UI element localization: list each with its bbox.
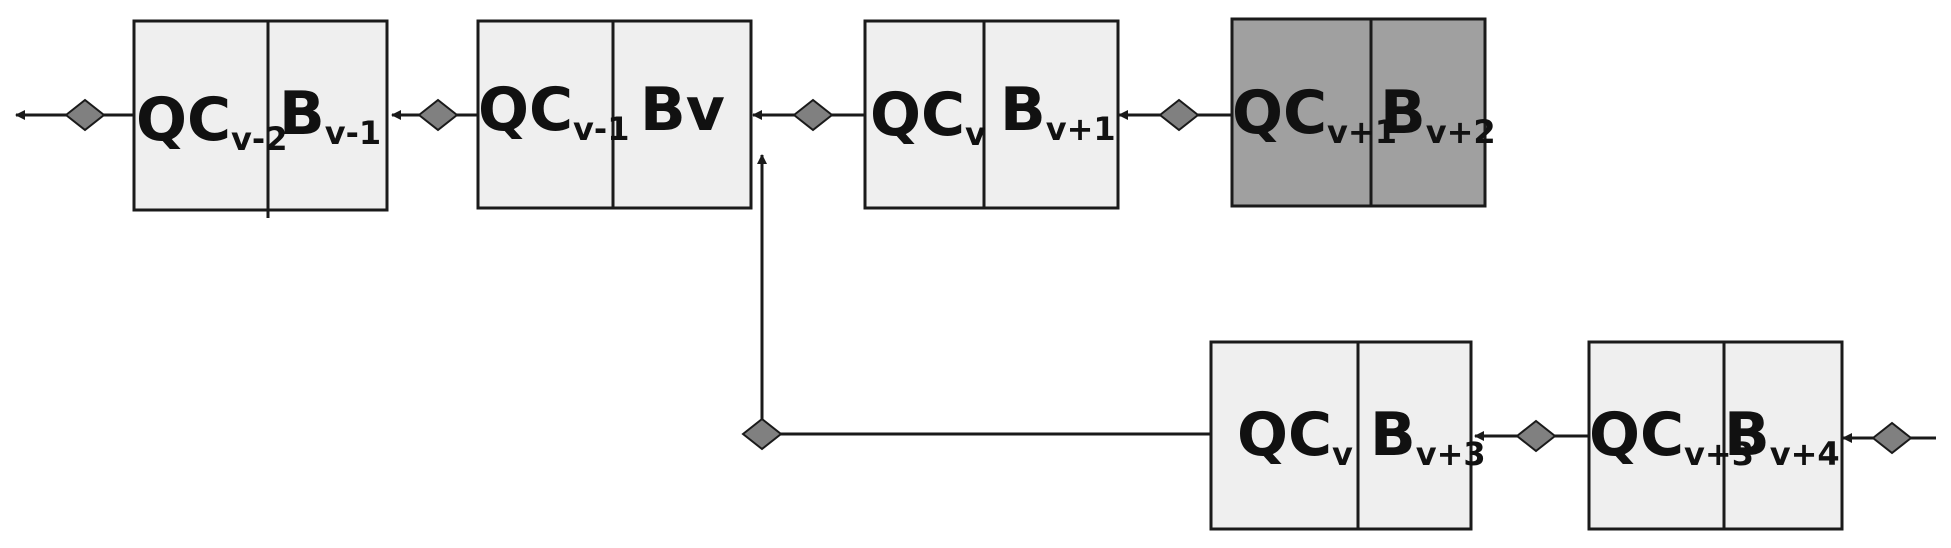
block-left-label: QCv	[1237, 400, 1353, 473]
diamond-marker	[1515, 419, 1557, 453]
diamond-marker	[64, 98, 106, 132]
block-box	[132, 19, 389, 212]
block-left-label: QCv+3	[1589, 400, 1754, 473]
block-1: QCv-2 Bv-1	[132, 19, 389, 218]
diamond-marker	[741, 417, 783, 451]
block-5: QCv Bv+3	[1209, 340, 1486, 531]
diamond-marker	[417, 98, 459, 132]
block-left-label: QCv+1	[1232, 78, 1397, 151]
block-4: QCv+1 Bv+2	[1230, 17, 1496, 208]
block-right-label: Bv+4	[1724, 400, 1840, 473]
block-right-label: Bv-1	[279, 79, 381, 152]
block-right-label: Bv+3	[1370, 400, 1486, 473]
diamond-marker	[1871, 421, 1913, 455]
block-3: QCv Bv+1	[863, 19, 1120, 210]
block-right-label: Bv+2	[1380, 78, 1496, 151]
block-box	[863, 19, 1120, 210]
block-left-label: QCv	[870, 80, 986, 153]
block-right-label: Bv	[640, 75, 725, 145]
diamond-marker	[1158, 98, 1200, 132]
block-box	[1587, 340, 1844, 531]
block-box	[1230, 17, 1487, 208]
block-2: QCv-1 Bv	[476, 19, 753, 210]
diamond-marker	[792, 98, 834, 132]
block-left-label: QCv-2	[136, 85, 287, 158]
block-left-label: QCv-1	[478, 75, 629, 148]
block-right-label: Bv+1	[1000, 75, 1116, 148]
block-6: QCv+3 Bv+4	[1587, 340, 1844, 531]
block-box	[1209, 340, 1473, 531]
diamond-markers	[64, 98, 1913, 455]
